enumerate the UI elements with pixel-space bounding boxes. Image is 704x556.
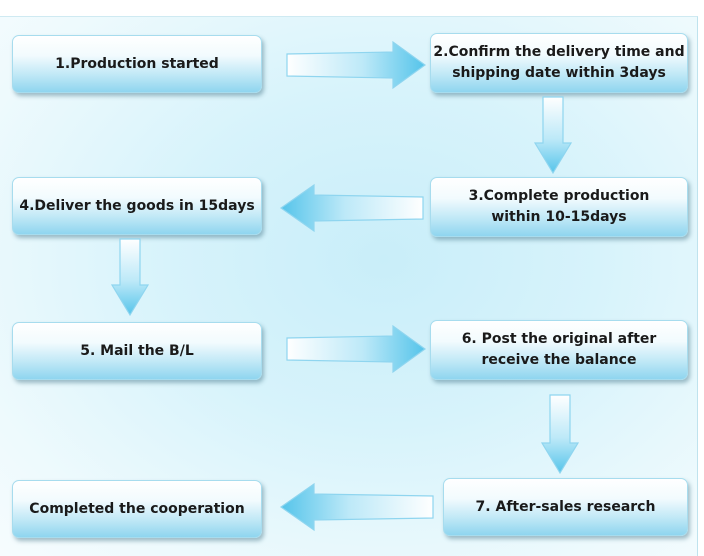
diagram-background [0, 16, 698, 556]
arrow-down-4-to-5 [110, 238, 150, 317]
arrow-down-6-to-7 [540, 394, 580, 475]
arrow-left-3-to-4 [279, 183, 424, 233]
arrow-right-1-to-2 [286, 40, 427, 90]
step-4-deliver-goods: 4.Deliver the goods in 15days [12, 177, 262, 235]
step-completed-cooperation: Completed the cooperation [12, 480, 262, 538]
step-5-mail-bl: 5. Mail the B/L [12, 322, 262, 380]
step-3-complete-production: 3.Complete production within 10-15days [430, 177, 688, 237]
arrow-left-7-to-completed [279, 482, 434, 532]
step-2-confirm-delivery: 2.Confirm the delivery time and shipping… [430, 33, 688, 93]
arrow-down-2-to-3 [533, 96, 573, 175]
arrow-right-5-to-6 [286, 324, 427, 374]
step-7-after-sales: 7. After-sales research [443, 478, 688, 536]
step-6-post-original: 6. Post the original after receive the b… [430, 320, 688, 380]
step-1-production-started: 1.Production started [12, 35, 262, 93]
